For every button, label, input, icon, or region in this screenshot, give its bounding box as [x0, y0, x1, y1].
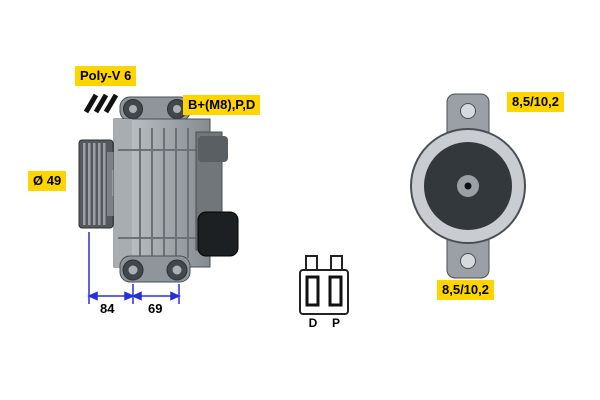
mounting-lug-top-hole [460, 103, 476, 119]
label-mounting-hole-bottom: 8,5/10,2 [437, 280, 494, 300]
mounting-hole-top-left-center [129, 105, 137, 113]
connector-tab-left [305, 255, 318, 271]
connector-pin-p-label: P [331, 316, 340, 330]
pulley-hub [107, 152, 116, 216]
connector-pin-d-label: D [308, 316, 318, 330]
dimension-value-69: 69 [148, 301, 163, 316]
label-terminals: B+(M8),P,D [183, 95, 261, 115]
belt-section-hatch [83, 93, 119, 114]
mounting-lug-bottom-hole [460, 253, 476, 269]
front-bracket [114, 119, 132, 267]
connector-slot-d [305, 275, 320, 307]
dimension-lines [87, 232, 181, 304]
mounting-hole-bottom-right-center [172, 265, 182, 275]
label-pulley-diameter: Ø 49 [28, 171, 67, 191]
regulator-cover [198, 136, 228, 162]
label-mounting-hole-top: 8,5/10,2 [507, 92, 564, 112]
alternator-rear-view [410, 93, 526, 279]
arrowhead-mid-left [124, 291, 135, 301]
mounting-hole-bottom-left-center [128, 265, 138, 275]
connector-tab-right [330, 255, 343, 271]
arrowhead-mid-right [131, 291, 142, 301]
alternator-body [113, 96, 239, 283]
cooling-fins [118, 128, 206, 258]
label-pulley-type: Poly-V 6 [75, 66, 137, 86]
dimension-value-84: 84 [100, 301, 115, 316]
rear-cylinder [197, 211, 239, 257]
connector-slot-p [328, 275, 343, 307]
mounting-hole-top-right-center [173, 105, 181, 113]
pulley [78, 139, 116, 229]
connector-diagram [299, 255, 349, 315]
arrowhead-left [87, 291, 98, 301]
shaft-center-dot [464, 182, 472, 190]
arrowhead-right [170, 291, 181, 301]
